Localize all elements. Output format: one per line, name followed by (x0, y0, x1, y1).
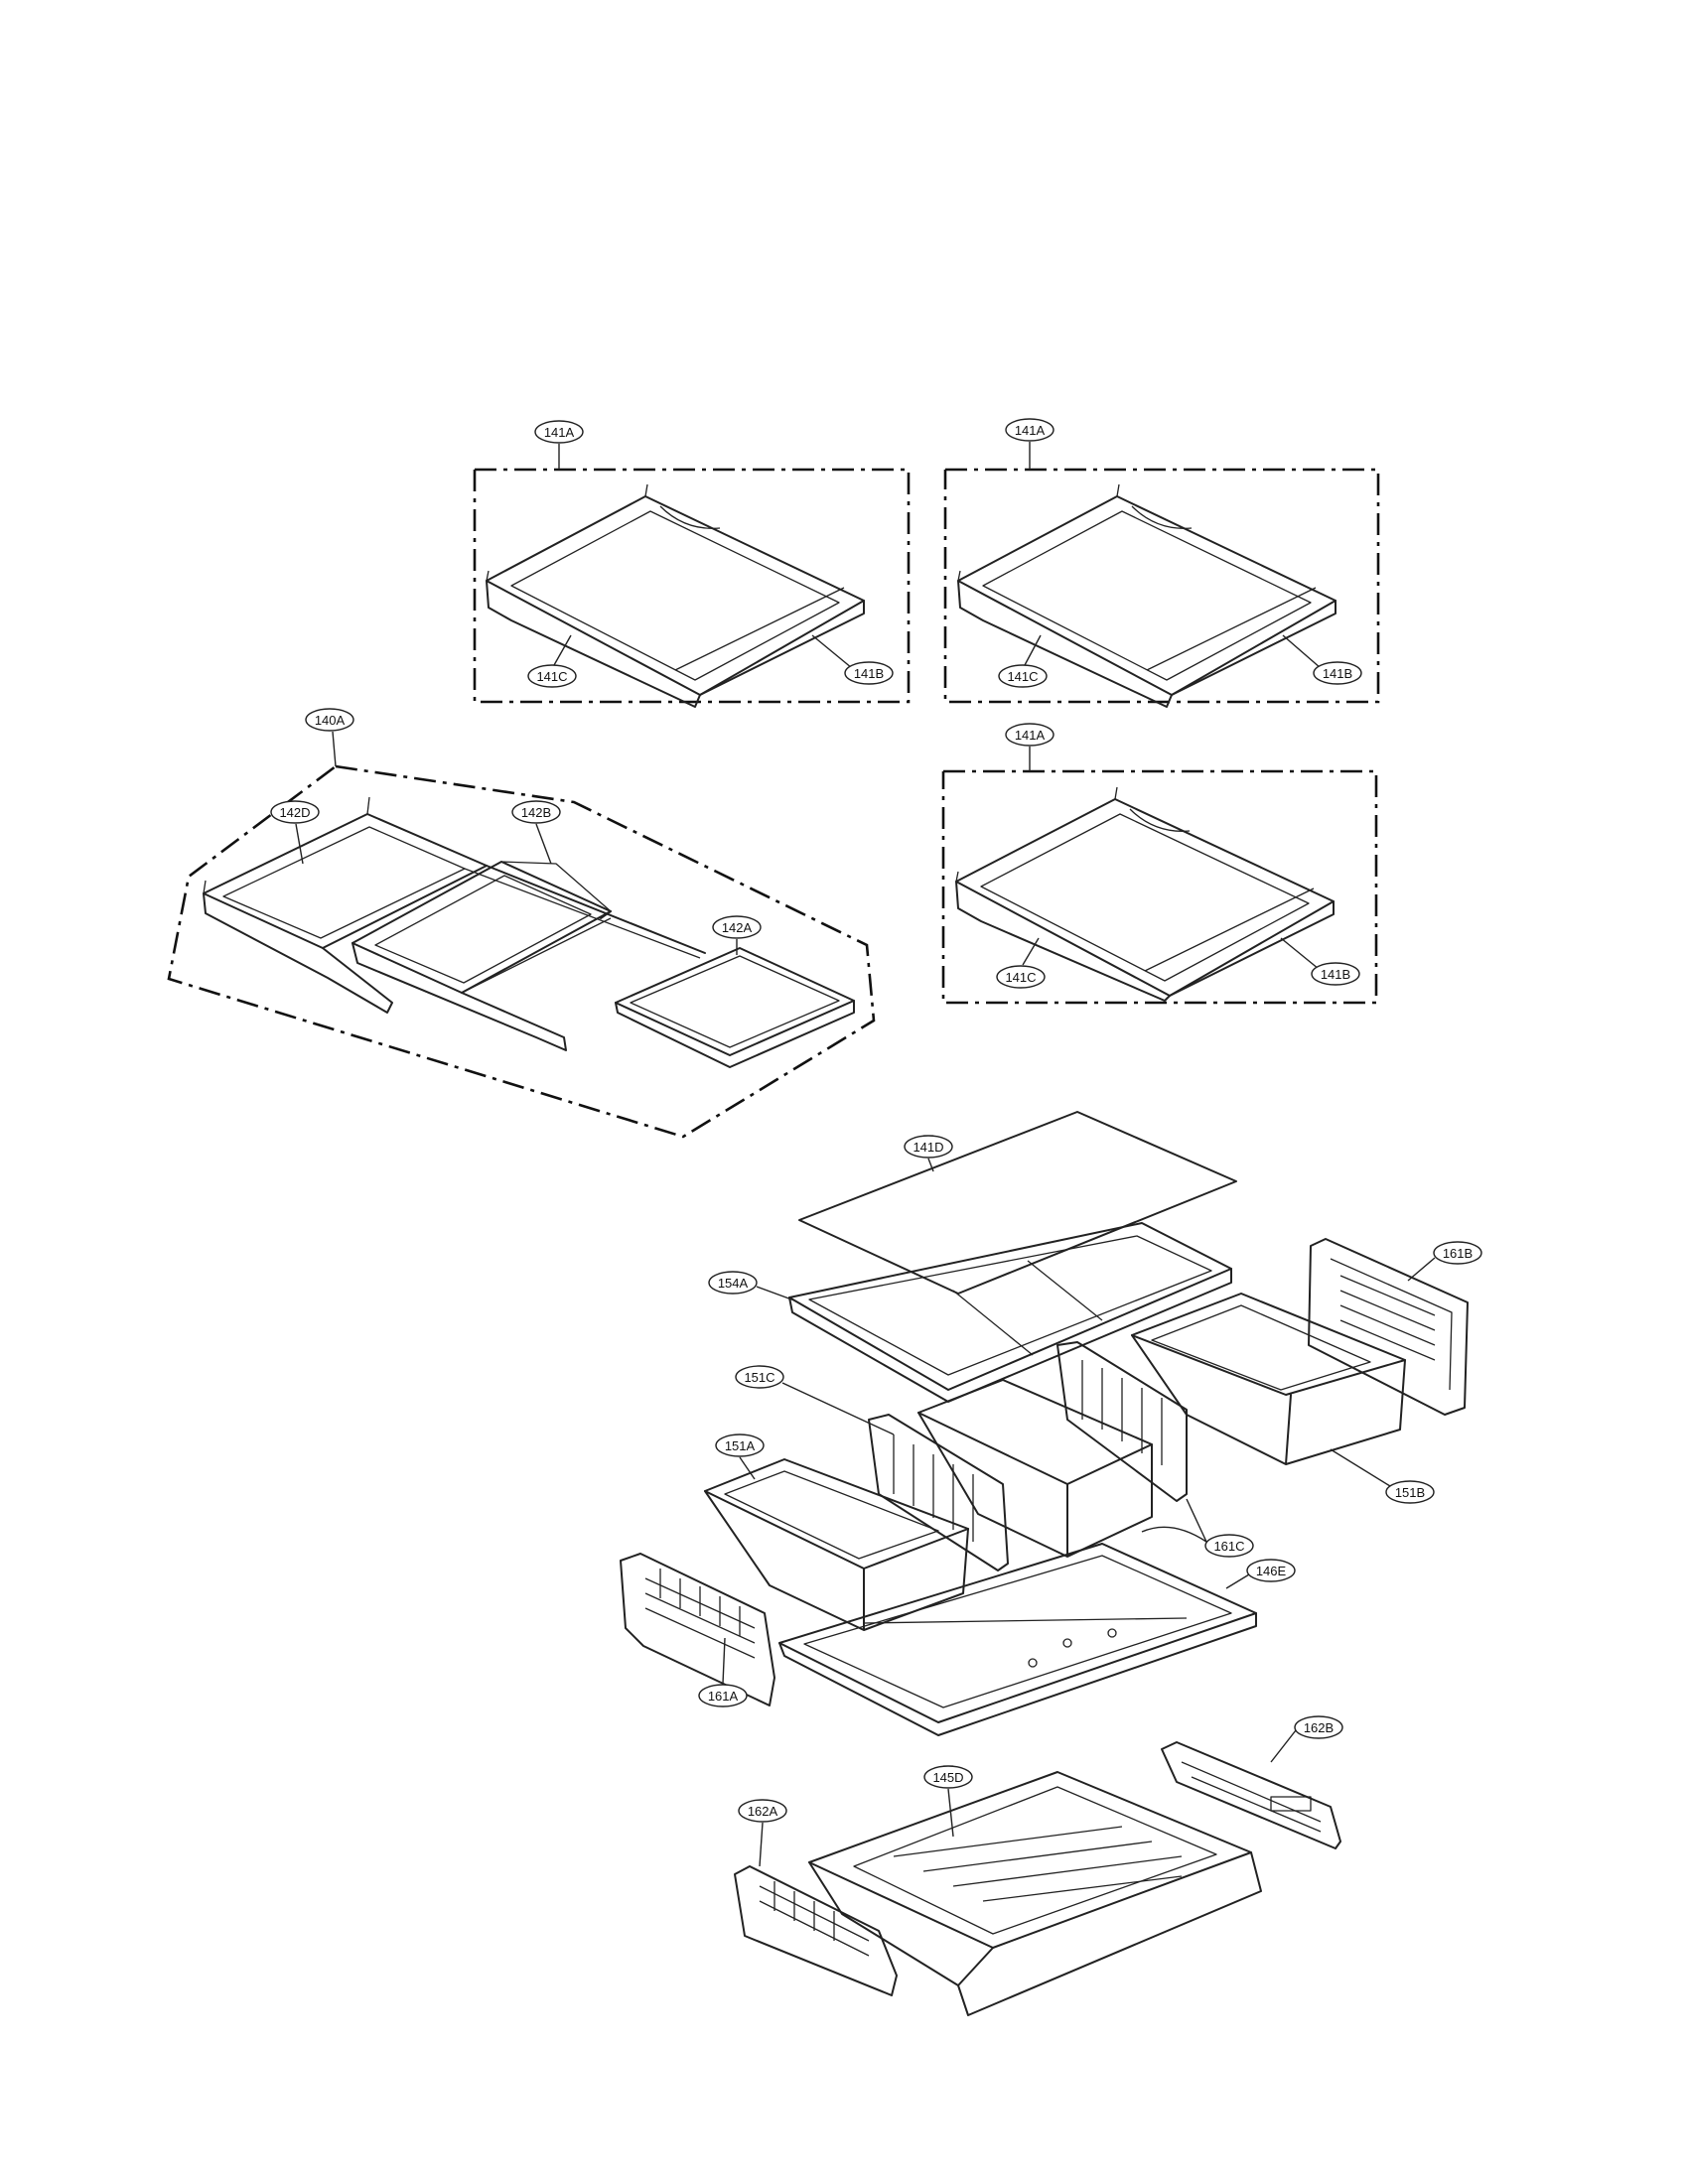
label-142D: 142D (270, 800, 320, 865)
label-154A: 154A (708, 1271, 795, 1301)
label-140A: 140A (305, 708, 354, 767)
label-151A: 151A (715, 1433, 765, 1480)
label-text: 151C (744, 1370, 774, 1385)
shelf-assembly-box-3 (941, 769, 1378, 1005)
label-142A: 142A (712, 915, 762, 955)
label-text: 142D (279, 805, 310, 820)
label-141B-box1: 141B (811, 634, 894, 685)
part-162A-rail (734, 1865, 898, 1996)
part-145D-pantry-drawer (808, 1771, 1262, 2016)
label-141C-box3: 141C (996, 937, 1046, 989)
label-141A-box3: 141A (1005, 723, 1055, 771)
label-text: 141C (536, 669, 567, 684)
label-161B: 161B (1407, 1241, 1482, 1282)
label-text: 141A (544, 425, 575, 440)
part-161C-divider-left (868, 1414, 1009, 1571)
label-146E: 146E (1225, 1559, 1296, 1589)
part-146E-base (778, 1543, 1257, 1736)
label-142B: 142B (511, 800, 561, 865)
label-161A: 161A (698, 1637, 748, 1707)
label-text: 161C (1213, 1539, 1244, 1554)
label-text: 162B (1304, 1720, 1334, 1735)
label-text: 140A (315, 713, 346, 728)
label-141C-box2: 141C (998, 634, 1048, 688)
slide-shelf-assembly (167, 764, 876, 1139)
label-text: 142A (722, 920, 753, 935)
label-151B: 151B (1330, 1448, 1435, 1504)
shelf-drawing (955, 786, 1335, 1002)
dashed-boundary (473, 468, 911, 704)
label-text: 161B (1443, 1246, 1473, 1261)
label-text: 151A (725, 1438, 756, 1453)
label-text: 141B (1323, 666, 1352, 681)
label-162A: 162A (738, 1799, 787, 1867)
label-text: 141B (854, 666, 884, 681)
part-151B-crisper-right (1131, 1293, 1406, 1465)
part-161C-divider-right (1056, 1341, 1188, 1502)
label-141B-box3: 141B (1280, 937, 1360, 986)
label-text: 146E (1256, 1564, 1287, 1578)
label-text: 161A (708, 1689, 739, 1704)
dashed-boundary (943, 468, 1380, 704)
label-161C: 161C (1141, 1498, 1254, 1558)
label-141A-box1: 141A (534, 420, 584, 470)
part-151C-crisper-center (917, 1379, 1153, 1558)
part-162B-rail (1161, 1741, 1341, 1849)
part-142B-frame (352, 861, 612, 1051)
label-text: 141C (1007, 669, 1038, 684)
label-162B: 162B (1270, 1715, 1343, 1763)
label-text: 141A (1015, 728, 1046, 743)
label-text: 151B (1395, 1485, 1425, 1500)
label-text: 142B (521, 805, 551, 820)
part-141D-glass (798, 1111, 1237, 1295)
part-142D-frame (203, 796, 706, 1014)
label-141C-box1: 141C (527, 634, 577, 688)
part-151A-crisper-left (704, 1458, 969, 1631)
shelf-assembly-box-1 (473, 468, 911, 708)
label-141D: 141D (904, 1135, 953, 1172)
shelf-drawing (957, 483, 1336, 708)
part-161A-rail (620, 1553, 775, 1706)
part-142A-shelf (615, 947, 855, 1068)
label-text: 162A (748, 1804, 778, 1819)
label-text: 154A (718, 1276, 749, 1291)
label-text: 141A (1015, 423, 1046, 438)
label-text: 141C (1005, 970, 1036, 985)
shelf-drawing (486, 483, 865, 708)
label-151C: 151C (735, 1365, 895, 1435)
shelf-assembly-box-2 (943, 468, 1380, 708)
label-text: 141B (1321, 967, 1350, 982)
part-161B-rail (1308, 1238, 1469, 1416)
part-154A-crisper-cover (788, 1222, 1232, 1403)
dashed-boundary (167, 764, 876, 1139)
label-text: 141D (913, 1140, 943, 1155)
label-text: 145D (932, 1770, 963, 1785)
label-141B-box2: 141B (1282, 634, 1362, 685)
dashed-boundary (941, 769, 1378, 1005)
label-141A-box2: 141A (1005, 418, 1055, 470)
label-145D: 145D (923, 1765, 973, 1838)
